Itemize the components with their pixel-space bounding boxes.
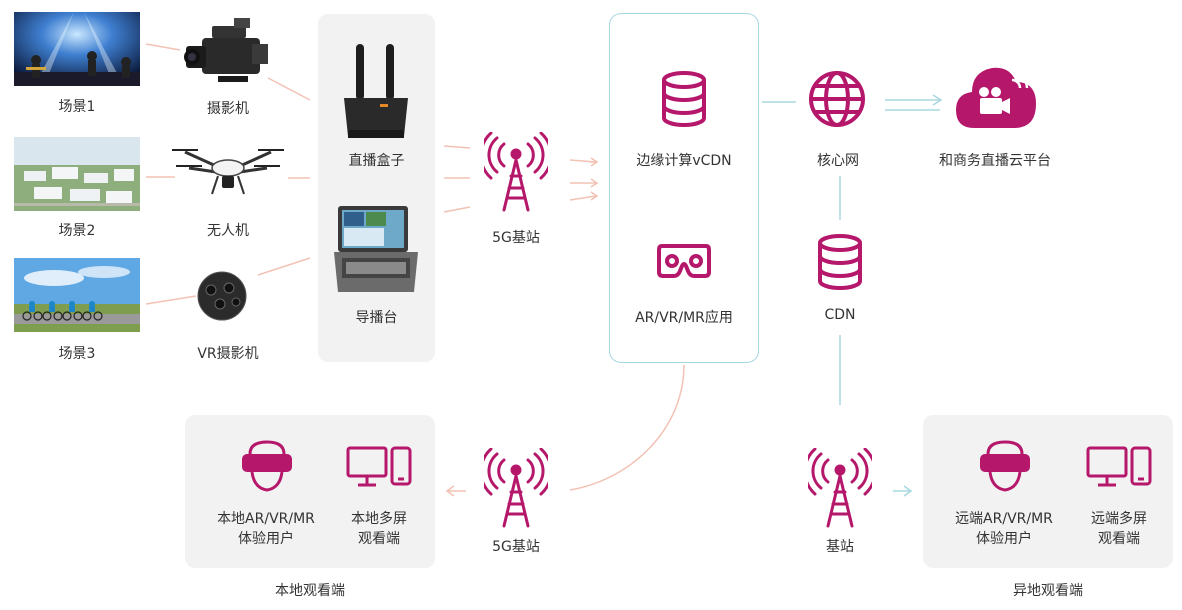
- globe-icon: [806, 68, 868, 130]
- local-vr-user-line2: 体验用户: [238, 531, 294, 547]
- device-drone-label: 无人机: [207, 223, 249, 239]
- tower-bottom-icon: [479, 447, 553, 528]
- base-station-label: 基站: [826, 539, 854, 555]
- scene-3-label: 场景3: [58, 346, 96, 362]
- tower-bottom-label: 5G基站: [492, 539, 540, 555]
- remote-vr-user-line2: 体验用户: [976, 531, 1032, 547]
- aerial-campus-photo: [14, 137, 140, 211]
- arvr-app-label: AR/VR/MR应用: [635, 310, 733, 326]
- remote-vr-user-icon: [978, 440, 1032, 492]
- cloud-video-icon: [952, 58, 1040, 134]
- base-station-icon: [803, 447, 877, 528]
- scene-1-label: 场景1: [58, 99, 96, 115]
- local-viewer-panel: [185, 415, 435, 568]
- device-camera-label: 摄影机: [207, 101, 249, 117]
- scene-2-label: 场景2: [58, 223, 96, 239]
- camera-icon: [182, 14, 274, 86]
- cloud-platform-label: 和商务直播云平台: [939, 153, 1051, 169]
- database-icon: [659, 70, 709, 128]
- remote-viewer-panel: [923, 415, 1173, 568]
- director-console-label: 导播台: [355, 310, 398, 326]
- hub-panel: [318, 14, 435, 362]
- local-multi-line2: 观看端: [358, 531, 400, 547]
- core-network-label: 核心网: [817, 153, 859, 169]
- live-box-icon: [340, 40, 412, 144]
- vr-headset-icon: [656, 240, 712, 280]
- local-viewer-title: 本地观看端: [275, 583, 345, 599]
- device-vr-camera-label: VR摄影机: [197, 346, 259, 362]
- director-console-icon: [330, 202, 422, 296]
- local-multi-line1: 本地多屏: [351, 511, 407, 527]
- drone-icon: [168, 142, 288, 198]
- remote-multi-line1: 远端多屏: [1091, 511, 1147, 527]
- cdn-database-icon: [815, 233, 865, 291]
- local-vr-user-icon: [240, 440, 294, 492]
- remote-viewer-title: 异地观看端: [1013, 583, 1083, 599]
- local-multiscreen-icon: [346, 446, 412, 488]
- tower-top-label: 5G基站: [492, 230, 540, 246]
- tower-icon: [479, 131, 553, 212]
- remote-multi-line2: 观看端: [1098, 531, 1140, 547]
- cdn-label: CDN: [824, 307, 856, 323]
- concert-photo: [14, 12, 140, 86]
- remote-vr-user-line1: 远端AR/VR/MR: [955, 511, 1053, 527]
- live-box-label: 直播盒子: [348, 153, 405, 169]
- local-vr-user-line1: 本地AR/VR/MR: [217, 511, 315, 527]
- remote-multiscreen-icon: [1086, 446, 1152, 488]
- vr-camera-icon: [196, 270, 248, 322]
- cycling-race-photo: [14, 258, 140, 332]
- vcdn-label: 边缘计算vCDN: [636, 153, 732, 169]
